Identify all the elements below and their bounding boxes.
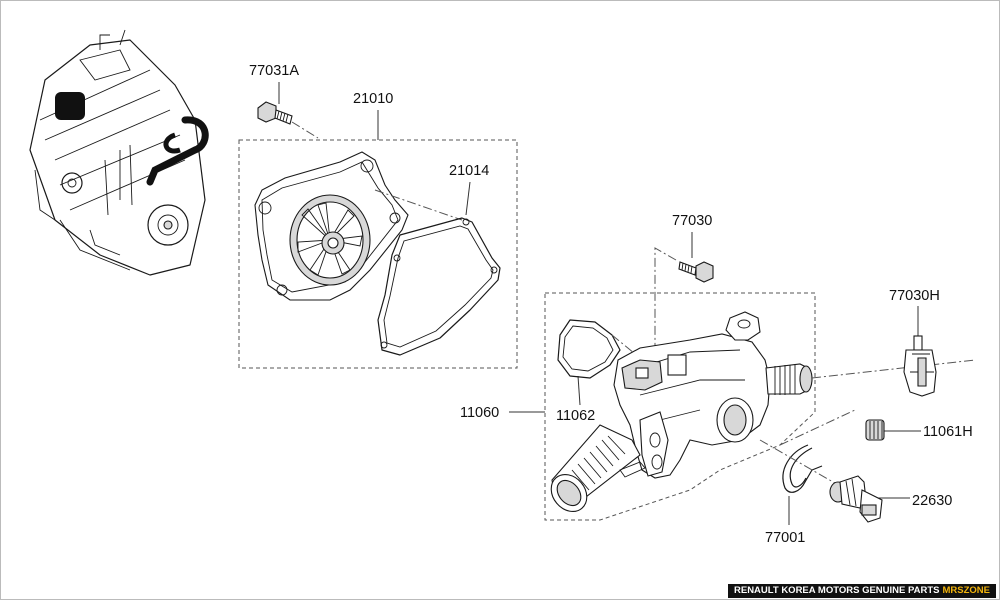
thermostat-housing-11060 [550, 311, 813, 513]
label-77001: 77001 [765, 530, 805, 546]
label-11061h: 11061H [923, 424, 973, 440]
pump-group-box [238, 139, 518, 369]
label-11060: 11060 [460, 405, 499, 421]
label-21010: 21010 [353, 91, 393, 107]
housing-group-box [544, 292, 816, 521]
label-77031a: 77031A [249, 63, 299, 79]
label-22630: 22630 [912, 493, 952, 509]
bolt-77030 [678, 261, 714, 283]
engine-overview-illustration [29, 29, 209, 276]
clip-77030h [903, 335, 937, 397]
label-21014: 21014 [449, 163, 489, 179]
label-11062: 11062 [556, 408, 595, 424]
label-77030h: 77030H [889, 288, 940, 304]
engine-dark-component [55, 92, 85, 120]
bolt-77031a [257, 82, 293, 125]
plug-11061h [865, 419, 885, 441]
watermark-text: RENAULT KOREA MOTORS GENUINE PARTS [734, 585, 940, 596]
gasket-11062 [557, 319, 621, 379]
gasket-21014 [377, 217, 501, 356]
sensor-22630 [829, 475, 883, 523]
label-77030: 77030 [672, 213, 712, 229]
watermark-brand: MRSZONE [942, 585, 991, 596]
clip-77001 [782, 444, 823, 493]
water-pump-21010 [254, 151, 409, 301]
pump-impeller [297, 202, 363, 276]
